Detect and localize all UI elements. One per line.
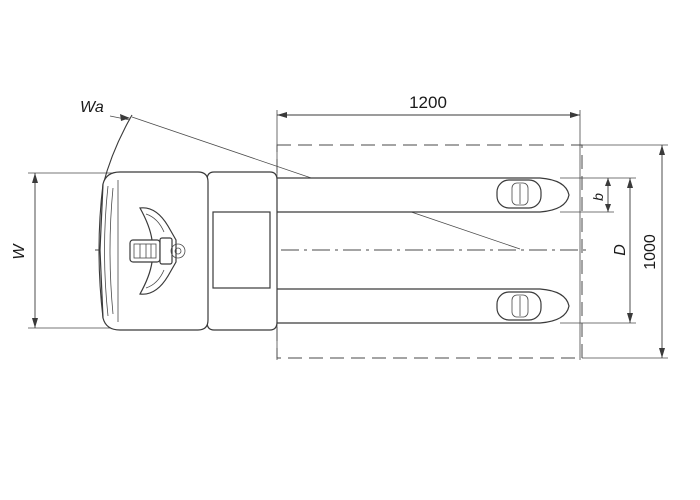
d-arrow-top: [627, 178, 633, 188]
d-arrow-bottom: [627, 313, 633, 323]
length-arrow-right: [570, 112, 580, 118]
fork-bottom: [275, 288, 570, 324]
b-arrow-top: [605, 178, 611, 186]
b-label: b: [590, 193, 606, 201]
bumper-inner-2: [109, 187, 114, 315]
length-arrow-left: [277, 112, 287, 118]
load-wheel-bottom: [496, 291, 542, 321]
fork-top: [275, 177, 570, 213]
w-arrow-top: [32, 173, 38, 183]
b-arrow-bottom: [605, 204, 611, 212]
battery-cover: [212, 211, 271, 289]
wa-arrow: [120, 114, 130, 121]
d-label: D: [612, 244, 629, 256]
width-arrow-top: [659, 145, 665, 155]
tiller-head: [129, 207, 186, 295]
w-arrow-bottom: [32, 318, 38, 328]
width-arrow-bottom: [659, 348, 665, 358]
load-wheel-top: [496, 179, 542, 209]
width-label: 1000: [642, 234, 659, 270]
bumper-inner: [104, 185, 109, 317]
wa-leader-line: [109, 115, 131, 121]
pallet-outline: [276, 144, 583, 359]
length-label: 1200: [409, 93, 447, 112]
bumper-outer: [98, 183, 104, 319]
w-label: W: [11, 243, 28, 260]
wa-label: Wa: [80, 99, 104, 116]
